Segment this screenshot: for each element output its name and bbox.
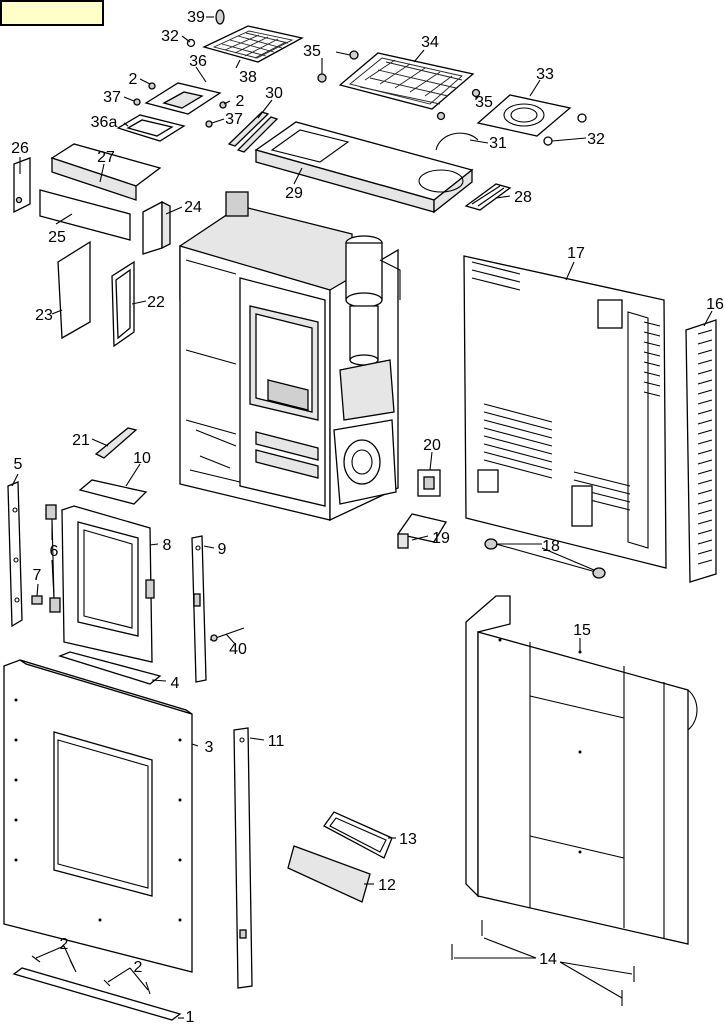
stove-flue-pipe <box>333 235 401 505</box>
label-40: 40 <box>229 641 247 658</box>
part-15-outer-casing <box>465 595 698 945</box>
label-15: 15 <box>573 622 591 639</box>
label-22: 22 <box>147 294 165 311</box>
label-39: 39 <box>187 9 205 26</box>
part-38-grille <box>202 25 304 63</box>
part-8-door <box>61 505 155 663</box>
label-2-b: 2 <box>236 93 245 110</box>
label-38: 38 <box>239 69 257 86</box>
label-12: 12 <box>378 877 396 894</box>
leader-lines <box>11 16 713 1019</box>
label-25: 25 <box>48 229 66 246</box>
part-4-trim <box>58 651 162 685</box>
label-34: 34 <box>421 34 439 51</box>
part-36-cover <box>144 82 222 115</box>
label-11: 11 <box>268 733 285 750</box>
label-8: 8 <box>163 537 172 554</box>
label-1: 1 <box>186 1009 195 1024</box>
label-26: 26 <box>11 140 29 157</box>
part-9-strip <box>191 535 207 683</box>
part-5-hinge-strip <box>7 481 23 628</box>
label-28: 28 <box>514 189 532 206</box>
label-27: 27 <box>97 149 115 166</box>
part-20-switch <box>417 469 441 497</box>
part-33-plate <box>476 94 572 137</box>
label-36a: 36a <box>91 114 118 131</box>
part-13-gasket <box>323 811 393 859</box>
label-17: 17 <box>567 245 585 262</box>
part-3-front-frame <box>3 659 193 973</box>
part-39 <box>215 9 225 25</box>
label-18: 18 <box>542 538 560 555</box>
part-36a-gasket <box>116 114 186 142</box>
label-36: 36 <box>189 53 207 70</box>
label-19: 19 <box>432 530 450 547</box>
label-2-a: 2 <box>129 71 138 88</box>
label-24: 24 <box>184 199 202 216</box>
label-13: 13 <box>399 831 417 848</box>
part-37-screws <box>133 98 213 128</box>
part-28-grate <box>464 183 512 211</box>
part-18-cable <box>484 538 606 579</box>
label-21: 21 <box>72 432 90 449</box>
label-5: 5 <box>14 456 23 473</box>
label-2-c: 2 <box>60 936 69 953</box>
label-4: 4 <box>171 675 180 692</box>
label-30: 30 <box>265 85 283 102</box>
part-27-panel <box>50 143 162 201</box>
label-2-d: 2 <box>134 959 143 976</box>
label-16: 16 <box>706 296 724 313</box>
part-17-side-panel <box>463 255 667 569</box>
part-10-bracket <box>78 479 148 505</box>
part-34-grille <box>338 52 475 110</box>
label-29: 29 <box>285 185 303 202</box>
label-32-a: 32 <box>161 28 179 45</box>
part-1-base-strip <box>12 967 182 1021</box>
part-labels: 39 32 36 38 35 34 33 2 37 2 30 36a 37 35… <box>11 9 724 1026</box>
label-14: 14 <box>539 951 557 968</box>
label-33: 33 <box>536 66 554 83</box>
part-30-rails <box>227 111 279 153</box>
part-24-bracket <box>142 200 171 255</box>
label-37-b: 37 <box>225 111 243 128</box>
label-9: 9 <box>218 541 227 558</box>
part-25-panel <box>39 189 131 241</box>
part-11-strip <box>233 727 253 989</box>
part-40-bolt <box>209 627 245 642</box>
part-12-plate <box>287 845 371 903</box>
vent-slots-17 <box>471 261 661 511</box>
label-31: 31 <box>489 135 507 152</box>
label-7: 7 <box>33 567 42 584</box>
part-26-bracket <box>13 157 31 214</box>
part-21-bracket <box>94 427 138 459</box>
part-23-panel <box>57 240 91 340</box>
label-6: 6 <box>50 543 59 560</box>
part-31-cable <box>435 132 479 151</box>
label-3: 3 <box>205 739 214 756</box>
part-16-side-strip <box>685 319 717 583</box>
label-32-b: 32 <box>587 131 605 148</box>
label-20: 20 <box>423 437 441 454</box>
corner-tag <box>0 0 104 26</box>
part-22-gasket <box>111 260 135 348</box>
label-10: 10 <box>133 450 151 467</box>
label-37-a: 37 <box>103 89 121 106</box>
part-19-bracket <box>396 513 448 549</box>
label-35-a: 35 <box>303 43 321 60</box>
part-29-top-frame <box>254 121 474 214</box>
label-23: 23 <box>35 307 53 324</box>
part-7-clip <box>31 595 43 605</box>
label-35-b: 35 <box>475 94 493 111</box>
